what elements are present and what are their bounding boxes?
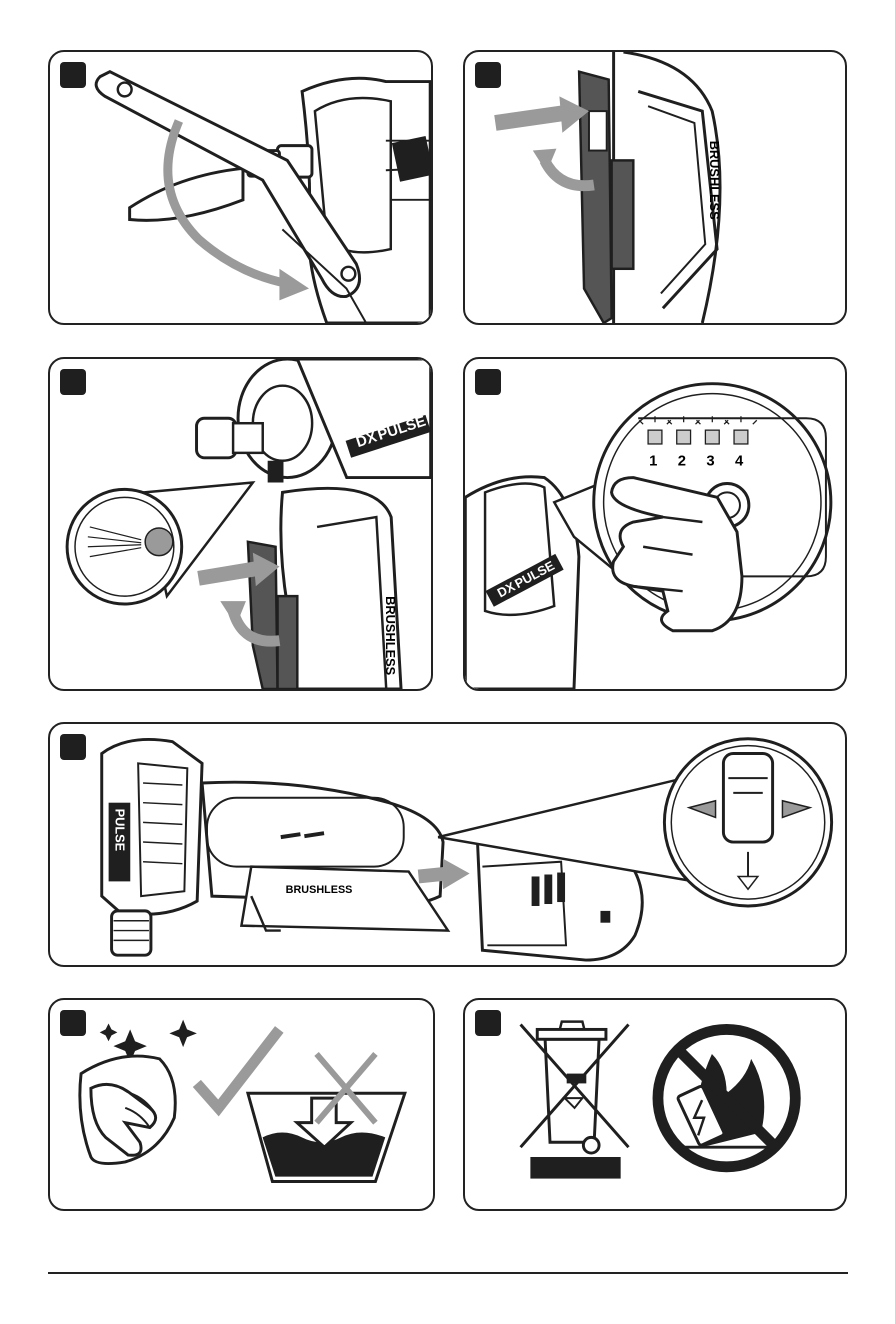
figure-1-number-badge xyxy=(60,62,86,88)
figure-5-battery-removal: PULSE BRUSHLESS xyxy=(48,722,847,967)
led-level-1: 1 xyxy=(649,454,657,470)
clean-with-cloth-icon xyxy=(50,1000,433,1209)
led-level-3: 3 xyxy=(706,454,714,470)
led-level-4: 4 xyxy=(735,454,744,470)
speed-selector-button-icon: DX PULSE 1 2 3 4 xyxy=(465,359,845,689)
figure-5-number-badge xyxy=(60,734,86,760)
led-level-2: 2 xyxy=(678,454,686,470)
figure-4-speed-selector: DX PULSE 1 2 3 4 xyxy=(463,357,847,691)
figure-2-belt-clip: BRUSHLESS xyxy=(463,50,847,325)
brand-pulse-label-fig5: PULSE xyxy=(113,809,128,852)
weee-disposal-icon xyxy=(465,1000,845,1209)
battery-release-icon: PULSE BRUSHLESS xyxy=(50,724,845,965)
figure-6-cleaning xyxy=(48,998,435,1211)
wrench-tighten-icon xyxy=(50,52,431,323)
figure-7-number-badge xyxy=(475,1010,501,1036)
figure-3-work-light: DX PULSE BRUSHLESS xyxy=(48,357,433,691)
figure-7-disposal xyxy=(463,998,847,1211)
work-light-icon: DX PULSE BRUSHLESS xyxy=(50,359,431,689)
figure-3-number-badge xyxy=(60,369,86,395)
figure-2-number-badge xyxy=(475,62,501,88)
figure-4-number-badge xyxy=(475,369,501,395)
brushless-label: BRUSHLESS xyxy=(707,141,722,220)
brushless-label-fig5: BRUSHLESS xyxy=(286,884,353,896)
footer-rule xyxy=(48,1272,848,1274)
belt-clip-icon: BRUSHLESS xyxy=(465,52,845,323)
brushless-label-fig3: BRUSHLESS xyxy=(383,596,398,676)
figure-6-number-badge xyxy=(60,1010,86,1036)
figure-1-collet-wrench xyxy=(48,50,433,325)
